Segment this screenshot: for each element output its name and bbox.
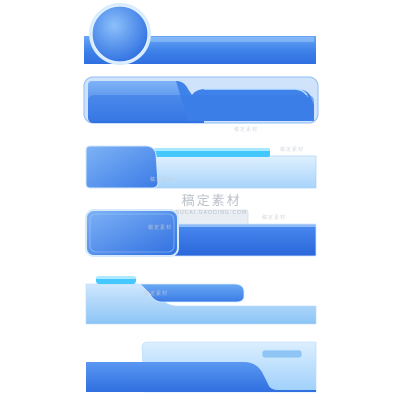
watermark: 稿定素材 SUCAI.GAODING.COM [176,190,247,216]
banner-frame-block [84,206,320,262]
banner-dark-bar [163,223,317,257]
watermark-small: 稿定素材 [280,147,305,153]
banner-slot [261,349,303,359]
watermark-small: 稿定素材 [262,215,287,221]
watermark-text: 稿定素材 [181,194,242,209]
banner-rounded-tab [83,75,320,125]
banner-circle-bar [84,3,320,66]
banner-left-block [85,145,159,189]
watermark-small: 稿定素材 [148,225,173,231]
watermark-small: 稿定素材 [144,291,169,297]
banner-bottom-bar [84,338,320,394]
watermark-subtext: SUCAI.GAODING.COM [176,210,248,216]
banner-block-light [84,142,320,194]
banner-left-block [85,209,179,257]
banner-dark-strip [86,362,316,392]
banner-light-panel [84,272,320,328]
watermark-small: 稿定素材 [234,127,259,133]
watermark-small: 稿定素材 [150,177,175,183]
banner-tab [139,283,245,303]
